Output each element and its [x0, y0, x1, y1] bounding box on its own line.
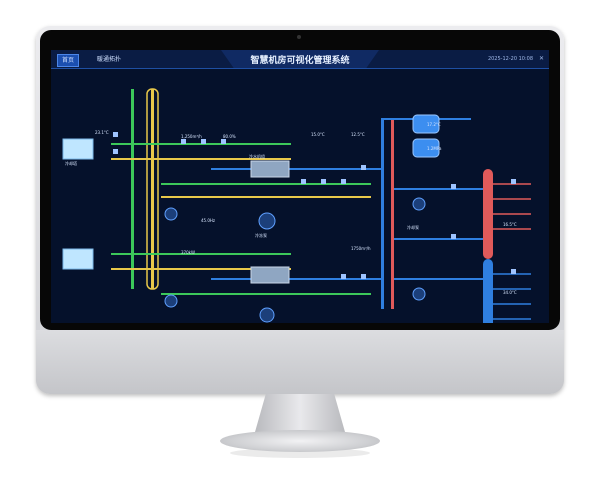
app-screen: 智慧机房可视化管理系统 首页 暖通拓扑 2025-12-20 10:08 ✕: [51, 50, 549, 323]
reading: 370kW: [181, 250, 195, 255]
monitor-bezel: 智慧机房可视化管理系统 首页 暖通拓扑 2025-12-20 10:08 ✕: [40, 30, 560, 330]
stand-shadow: [230, 448, 370, 458]
reading: 12.5°C: [351, 132, 365, 137]
tower-label: 冷却塔: [65, 161, 77, 166]
reading: 23.1°C: [95, 130, 109, 135]
tab-hvac-topology[interactable]: 暖通拓扑: [97, 56, 122, 63]
monitor-frame: 智慧机房可视化管理系统 首页 暖通拓扑 2025-12-20 10:08 ✕: [36, 26, 564, 394]
monitor-chin: [36, 330, 564, 394]
top-bar: 智慧机房可视化管理系统 首页 暖通拓扑 2025-12-20 10:08 ✕: [51, 50, 549, 69]
pump-label: 冷冻泵: [255, 233, 267, 238]
timestamp: 2025-12-20 10:08: [487, 56, 533, 62]
tab-home[interactable]: 首页: [57, 54, 80, 67]
return-manifold: [483, 259, 493, 323]
reading: 15.0°C: [311, 132, 325, 137]
close-icon[interactable]: ✕: [538, 55, 545, 62]
camera-icon: [297, 35, 301, 39]
reading: 1750m³/h: [351, 246, 371, 251]
reading: 1.2MPa: [427, 146, 442, 151]
hvac-diagram: [62, 88, 531, 323]
reading: 45.0Hz: [201, 218, 216, 223]
tower-icon: [62, 138, 94, 270]
reading: 80.0%: [223, 134, 236, 139]
supply-manifold: [483, 169, 493, 259]
reading: 17.2°C: [427, 122, 441, 127]
pump-icon: [164, 197, 426, 323]
title-plate: [221, 50, 379, 68]
cooling-pump-label: 冷却泵: [407, 225, 419, 230]
reading: 1,250m³/h: [181, 134, 202, 139]
chiller-label: 冷水机组: [249, 154, 265, 159]
monitor-stand-neck: [255, 394, 345, 432]
app-title: 智慧机房可视化管理系统: [250, 56, 350, 66]
tank-icon: [412, 114, 440, 158]
reading: 34.0°C: [503, 290, 517, 295]
chiller-icon: [250, 160, 290, 284]
reading: 16.5°C: [503, 222, 517, 227]
monitor-stand-base: [220, 430, 380, 452]
